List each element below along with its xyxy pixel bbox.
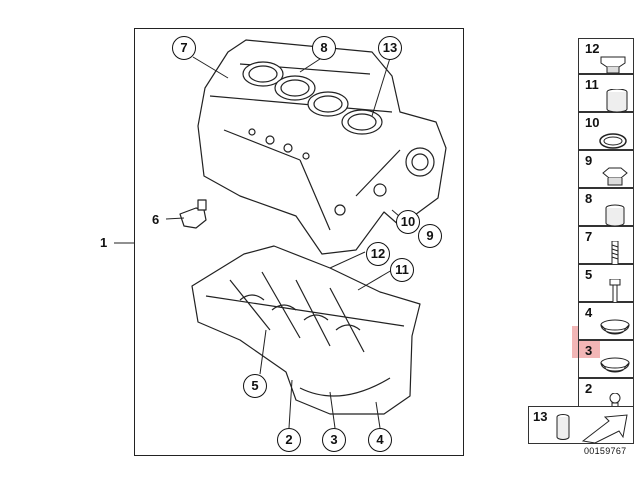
legend-number: 4	[585, 305, 593, 320]
bolt-icon	[609, 279, 621, 303]
legend-number: 10	[585, 115, 600, 130]
legend-item-7[interactable]: 7	[578, 226, 634, 265]
legend-number: 2	[585, 381, 593, 396]
legend-item-8[interactable]: 8	[578, 188, 634, 227]
stud-bolt-icon	[611, 241, 619, 265]
cylinder-bores	[242, 61, 383, 135]
legend-number: 8	[585, 191, 593, 206]
callout-10[interactable]: 10	[396, 210, 420, 234]
callout-12[interactable]: 12	[366, 242, 390, 266]
legend-item-13[interactable]: 13	[528, 406, 634, 444]
legend-item-12[interactable]: 12	[578, 38, 634, 74]
callout-3[interactable]: 3	[322, 428, 346, 452]
plug-icon	[600, 56, 626, 74]
image-id: 00159767	[584, 446, 627, 456]
part-6-fitting	[179, 199, 207, 229]
legend-number: 11	[585, 77, 599, 92]
legend-item-11[interactable]: 11	[578, 74, 634, 113]
callout-8[interactable]: 8	[312, 36, 336, 60]
callout-11[interactable]: 11	[390, 258, 414, 282]
cup-plug-icon	[605, 204, 625, 227]
sleeve-with-arrow-icon	[556, 414, 628, 443]
crankcase-lower	[191, 245, 421, 415]
legend-number: 5	[585, 267, 593, 282]
bearing-shell-icon	[600, 319, 630, 335]
callout-2[interactable]: 2	[277, 428, 301, 452]
legend-number: 13	[533, 409, 548, 424]
legend-item-5[interactable]: 5	[578, 264, 634, 303]
legend-item-3[interactable]: 3	[578, 340, 634, 378]
callout-4[interactable]: 4	[368, 428, 392, 452]
legend-number: 3	[585, 343, 593, 358]
legend-item-9[interactable]: 9	[578, 150, 634, 188]
assembly-label: 1	[100, 235, 108, 250]
legend-number: 9	[585, 153, 593, 168]
legend-number: 12	[585, 41, 600, 56]
seal-ring-icon	[599, 133, 627, 149]
callout-5[interactable]: 5	[243, 374, 267, 398]
legend-item-4[interactable]: 4	[578, 302, 634, 340]
hex-plug-icon	[602, 167, 628, 186]
cylinder-sleeve-icon	[606, 89, 628, 113]
legend-item-10[interactable]: 10	[578, 112, 634, 150]
bearing-shell-icon	[600, 357, 630, 373]
callout-7[interactable]: 7	[172, 36, 196, 60]
engine-block-upper	[197, 39, 447, 255]
legend-number: 7	[585, 229, 593, 244]
callout-13[interactable]: 13	[378, 36, 402, 60]
callout-9[interactable]: 9	[418, 224, 442, 248]
callout-6[interactable]: 6	[152, 212, 160, 227]
